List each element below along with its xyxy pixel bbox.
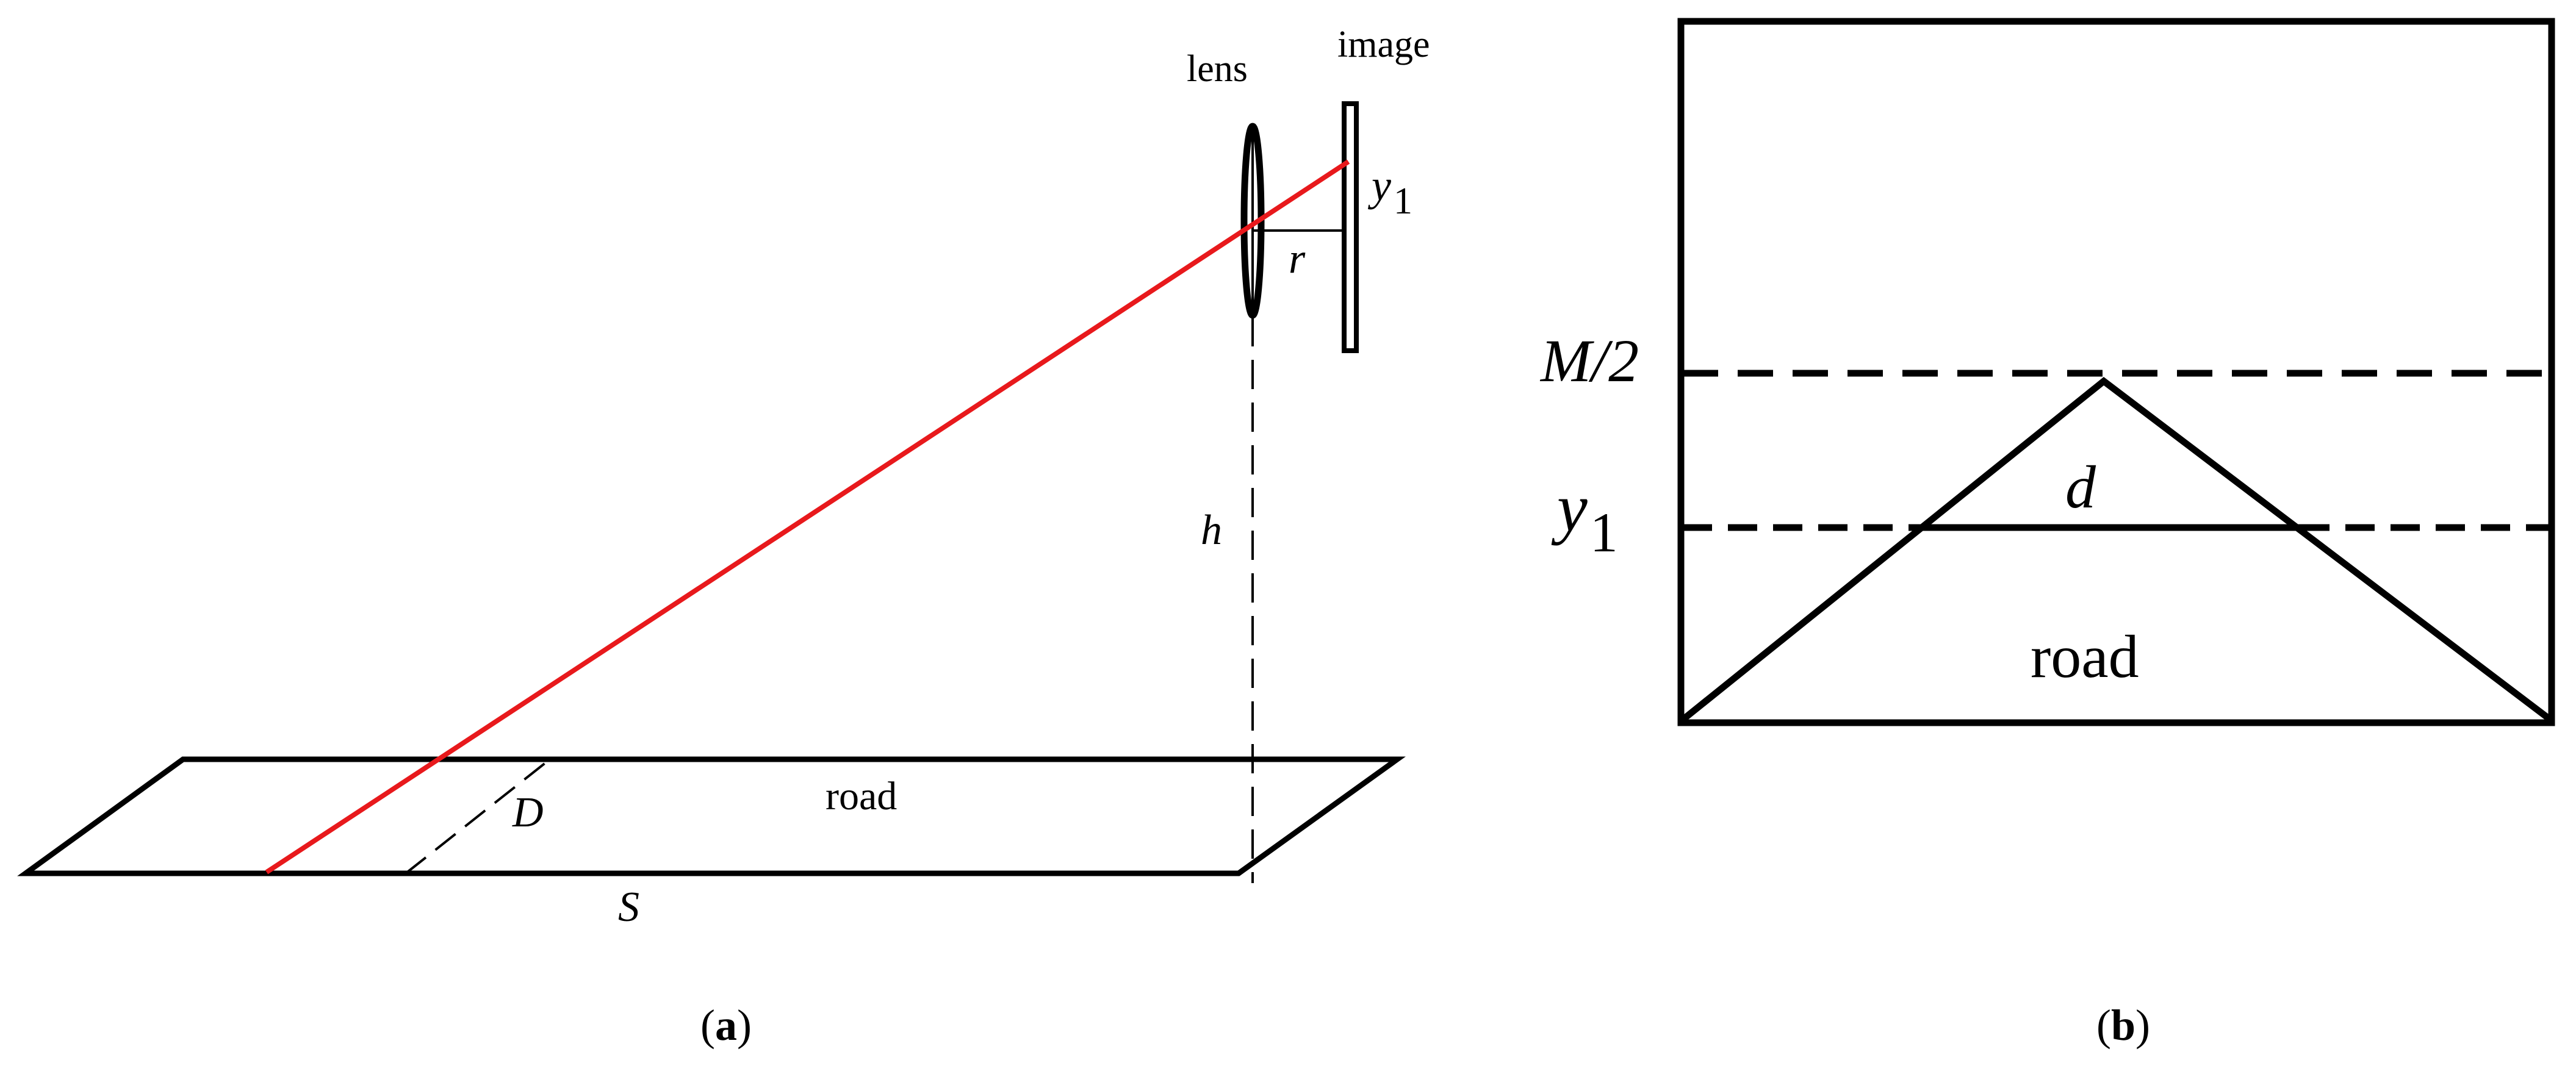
y1-var-b: y <box>1551 470 1588 546</box>
y1-label: y1 <box>1367 161 1412 222</box>
r-label: r <box>1289 235 1306 282</box>
y1-label-b: y1 <box>1551 470 1618 564</box>
lens-label: lens <box>1187 48 1248 90</box>
road-label-b: road <box>2031 623 2139 690</box>
y1-var: y <box>1367 161 1391 210</box>
y1-sub: 1 <box>1394 181 1412 222</box>
light-ray <box>265 159 1350 875</box>
caption-b: (b) <box>2096 1001 2150 1050</box>
h-label: h <box>1201 507 1222 554</box>
d-label: d <box>2065 453 2096 521</box>
road-label-a: road <box>826 774 897 818</box>
D-label: D <box>512 789 544 836</box>
m2-label: M/2 <box>1539 327 1639 395</box>
panel-b: M/2 y1 d road (b) <box>1539 18 2555 1050</box>
panel-a: lens image y1 r h D S road (a) <box>17 24 1430 1050</box>
S-label: S <box>618 884 639 931</box>
y1-sub-b: 1 <box>1590 501 1618 564</box>
image-label: image <box>1337 24 1430 65</box>
caption-a: (a) <box>700 1001 752 1050</box>
image-frame <box>1677 18 2555 726</box>
image-sensor <box>1342 101 1359 353</box>
distance-D-dashed-line <box>405 761 547 875</box>
road-plane <box>17 756 1406 876</box>
road-triangle <box>1680 377 2553 723</box>
